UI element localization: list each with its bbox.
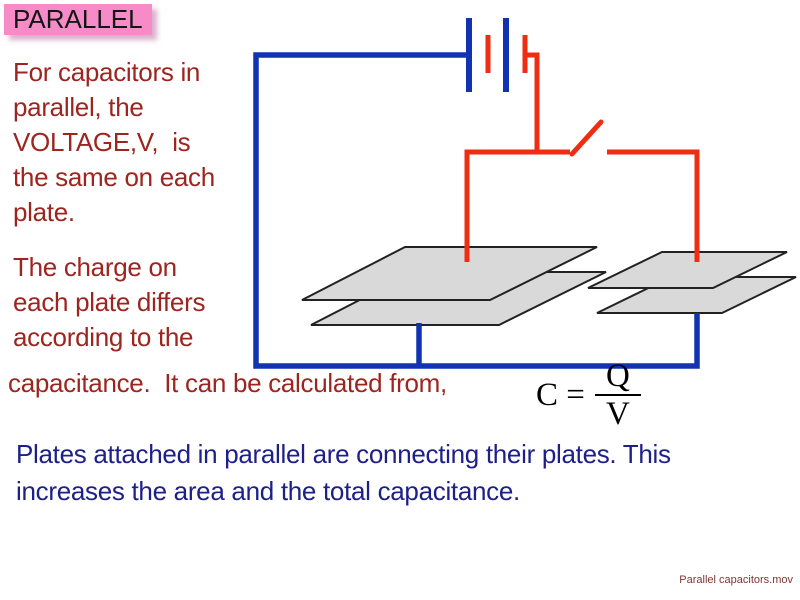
capacitor-plates — [301, 246, 797, 326]
summary-paragraph: Plates attached in parallel are connecti… — [16, 439, 671, 506]
formula-fraction: Q V — [594, 358, 641, 432]
video-filename: Parallel capacitors.mov — [679, 574, 793, 586]
fraction-bar — [594, 394, 641, 396]
capacitance-formula: C = Q V — [536, 358, 641, 432]
wire-left-capacitor-red — [464, 149, 570, 262]
formula-numerator: Q — [605, 358, 630, 394]
formula-denominator: V — [605, 396, 630, 432]
switch-blade-icon — [569, 119, 604, 157]
wire-battery-to-switch-red — [525, 52, 540, 152]
charge-paragraph-continued: capacitance. It can be calculated from, — [8, 368, 447, 398]
formula-lhs: C = — [536, 376, 585, 413]
wires-red — [464, 35, 700, 262]
wire-battery-to-plates-blue — [253, 52, 700, 369]
capacitor-right-bottom-plate — [596, 276, 797, 314]
charge-paragraph: The charge on each plate differs accordi… — [13, 252, 206, 352]
slide-title: PARALLEL — [4, 4, 152, 35]
wires-blue — [253, 18, 700, 369]
intro-paragraph: For capacitors in parallel, the VOLTAGE,… — [13, 57, 215, 227]
wire-right-capacitor-red — [607, 149, 700, 262]
capacitor-right-top-plate — [587, 251, 788, 289]
capacitor-left-top-plate — [301, 246, 598, 301]
